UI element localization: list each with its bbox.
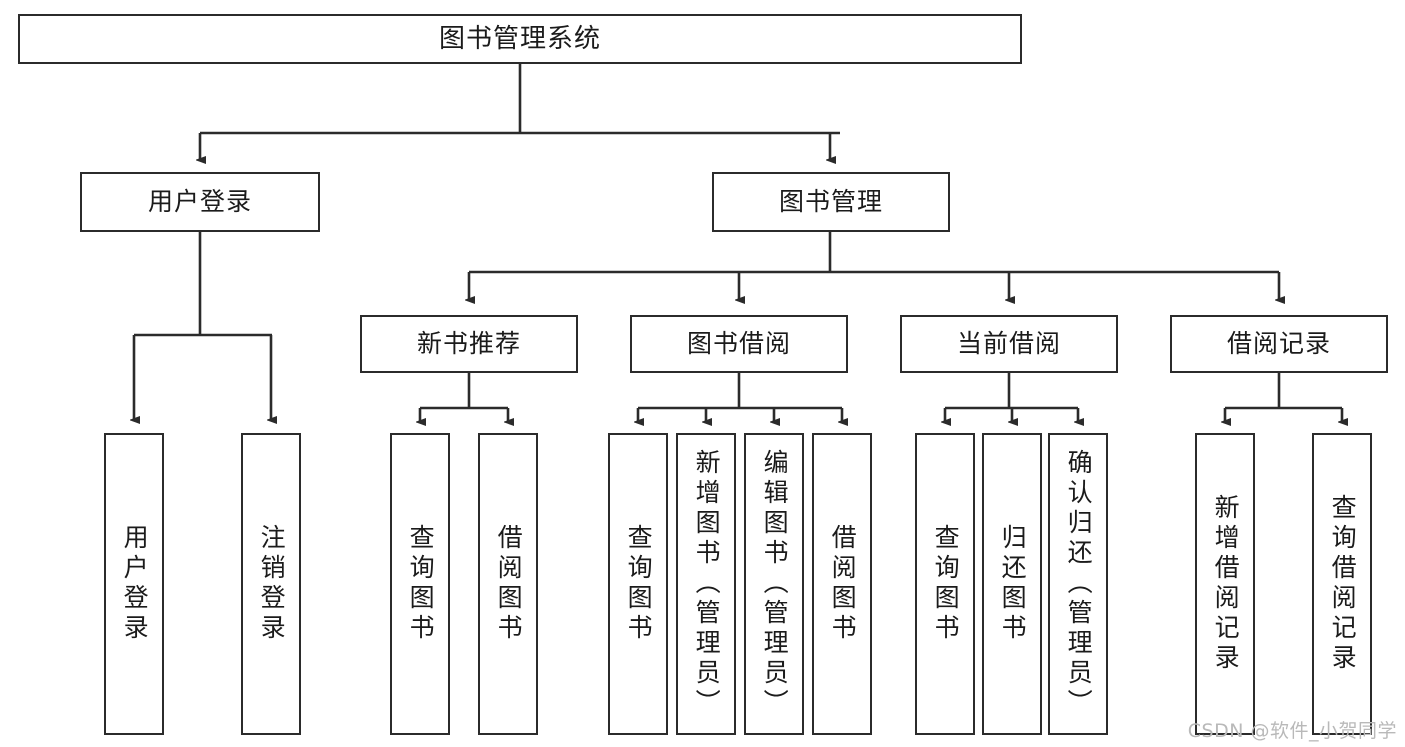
node-label: 新增借阅记录 xyxy=(1211,494,1241,674)
leaf-borrow-add-book-admin[interactable]: 新增图书（管理员） xyxy=(676,433,736,735)
leaf-borrow-borrow-book[interactable]: 借阅图书 xyxy=(812,433,872,735)
node-label: 查询借阅记录 xyxy=(1328,494,1358,674)
node-label: 借阅记录 xyxy=(1226,329,1331,359)
node-label: 查询图书 xyxy=(406,524,436,644)
node-label: 新增图书（管理员） xyxy=(692,449,722,719)
leaf-user-login-logout[interactable]: 注销登录 xyxy=(241,433,301,735)
node-label: 归还图书 xyxy=(998,524,1028,644)
leaf-recommend-query-book[interactable]: 查询图书 xyxy=(390,433,450,735)
node-label: 借阅图书 xyxy=(494,524,524,644)
node-book-borrow[interactable]: 图书借阅 xyxy=(630,315,848,373)
node-label: 图书管理 xyxy=(778,187,883,217)
node-root-book-management-system[interactable]: 图书管理系统 xyxy=(18,14,1022,64)
node-label: 当前借阅 xyxy=(956,329,1061,359)
node-label: 借阅图书 xyxy=(828,524,858,644)
node-label: 用户登录 xyxy=(147,187,252,217)
watermark: CSDN @软件_小贺同学 xyxy=(1187,720,1397,742)
node-label: 注销登录 xyxy=(257,524,287,644)
node-borrow-record[interactable]: 借阅记录 xyxy=(1170,315,1388,373)
node-book-management[interactable]: 图书管理 xyxy=(712,172,950,232)
leaf-user-login-login[interactable]: 用户登录 xyxy=(104,433,164,735)
leaf-recommend-borrow-book[interactable]: 借阅图书 xyxy=(478,433,538,735)
leaf-borrow-query-book[interactable]: 查询图书 xyxy=(608,433,668,735)
leaf-current-return-book[interactable]: 归还图书 xyxy=(982,433,1042,735)
node-label: 用户登录 xyxy=(120,524,150,644)
leaf-current-confirm-return-admin[interactable]: 确认归还（管理员） xyxy=(1048,433,1108,735)
node-user-login[interactable]: 用户登录 xyxy=(80,172,320,232)
node-new-book-recommend[interactable]: 新书推荐 xyxy=(360,315,578,373)
leaf-record-query-record[interactable]: 查询借阅记录 xyxy=(1312,433,1372,735)
node-current-borrow[interactable]: 当前借阅 xyxy=(900,315,1118,373)
node-label: 新书推荐 xyxy=(416,329,521,359)
node-label: 查询图书 xyxy=(931,524,961,644)
node-label: 确认归还（管理员） xyxy=(1064,449,1094,719)
leaf-record-add-record[interactable]: 新增借阅记录 xyxy=(1195,433,1255,735)
node-label: 查询图书 xyxy=(624,524,654,644)
leaf-current-query-book[interactable]: 查询图书 xyxy=(915,433,975,735)
node-label: 图书借阅 xyxy=(686,329,791,359)
leaf-borrow-edit-book-admin[interactable]: 编辑图书（管理员） xyxy=(744,433,804,735)
node-label: 图书管理系统 xyxy=(438,23,601,54)
node-label: 编辑图书（管理员） xyxy=(760,449,790,719)
